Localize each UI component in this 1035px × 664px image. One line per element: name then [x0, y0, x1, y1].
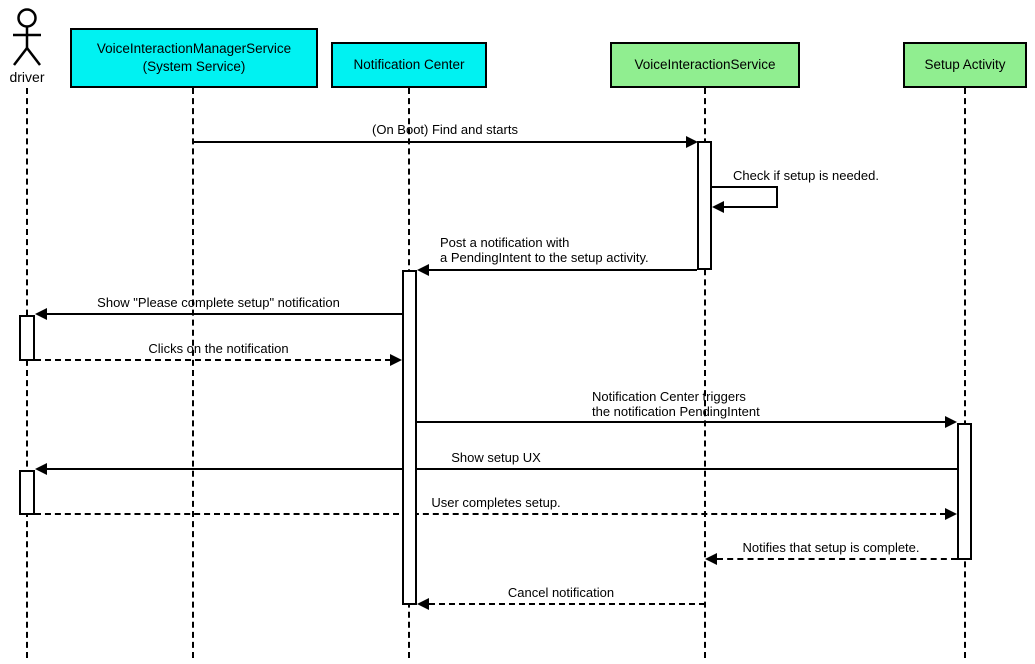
arrowhead-icon: [712, 201, 724, 213]
message-label-setup-complete: Notifies that setup is complete.: [742, 540, 920, 555]
message-line-clicks-notification: [35, 359, 391, 361]
participant-label: Notification Center: [353, 57, 465, 73]
notification-center-activation: [402, 270, 417, 605]
message-label-triggers-pendingintent: Notification Center triggers the notific…: [592, 389, 760, 419]
driver-activation-2: [19, 470, 35, 515]
message-label-line1: Post a notification with: [440, 235, 570, 250]
message-line-show-setup-ux: [47, 468, 957, 470]
voice-interaction-manager-service-lifeline: [192, 88, 194, 658]
message-label-line2: the notification PendingIntent: [592, 404, 760, 419]
message-line-show-notification: [47, 313, 402, 315]
arrowhead-icon: [35, 308, 47, 320]
message-label-cancel-notification: Cancel notification: [507, 585, 615, 600]
arrowhead-icon: [417, 264, 429, 276]
participant-label: VoiceInteractionManagerService: [96, 41, 292, 57]
message-label-post-notification: Post a notification with a PendingIntent…: [440, 235, 649, 265]
message-label-show-notification: Show "Please complete setup" notificatio…: [97, 295, 340, 310]
voice-interaction-service-lifeline: [704, 88, 706, 658]
driver-lifeline: [26, 88, 28, 658]
message-label-show-setup-ux: Show setup UX: [451, 450, 541, 465]
self-message-bottom-line: [724, 206, 778, 208]
message-label-line1: Notification Center triggers: [592, 389, 746, 404]
participant-sublabel: (System Service): [142, 59, 246, 74]
message-line-on-boot: [193, 141, 686, 143]
arrowhead-icon: [35, 463, 47, 475]
participant-notification-center: Notification Center: [331, 42, 487, 88]
arrowhead-icon: [686, 136, 698, 148]
message-line-post-notification: [429, 269, 697, 271]
self-message-top-line: [712, 186, 778, 188]
arrowhead-icon: [417, 598, 429, 610]
message-line-triggers-pendingintent: [417, 421, 946, 423]
message-label-user-completes-setup: User completes setup.: [431, 495, 561, 510]
message-label-on-boot: (On Boot) Find and starts: [372, 122, 518, 137]
setup-activity-lifeline: [964, 88, 966, 658]
participant-voice-interaction-service: VoiceInteractionService: [610, 42, 800, 88]
participant-setup-activity: Setup Activity: [903, 42, 1027, 88]
setup-activity-activation: [957, 423, 972, 560]
self-message-right-line: [776, 186, 778, 208]
message-line-setup-complete: [717, 558, 957, 560]
arrowhead-icon: [945, 508, 957, 520]
participant-label: VoiceInteractionService: [634, 57, 776, 73]
arrowhead-icon: [390, 354, 402, 366]
participant-voice-interaction-manager-service: VoiceInteractionManagerService (System S…: [70, 28, 318, 88]
message-label-check-setup: Check if setup is needed.: [733, 168, 879, 183]
driver-activation-1: [19, 315, 35, 361]
participant-label: Setup Activity: [924, 57, 1006, 73]
message-line-user-completes-setup: [35, 513, 946, 515]
driver-label: driver: [9, 69, 45, 85]
voice-interaction-service-activation: [697, 141, 712, 270]
driver-actor-icon: [13, 8, 41, 66]
arrowhead-icon: [945, 416, 957, 428]
message-label-line2: a PendingIntent to the setup activity.: [440, 250, 649, 265]
message-label-clicks-notification: Clicks on the notification: [148, 341, 289, 356]
arrowhead-icon: [705, 553, 717, 565]
message-line-cancel-notification: [429, 603, 705, 605]
